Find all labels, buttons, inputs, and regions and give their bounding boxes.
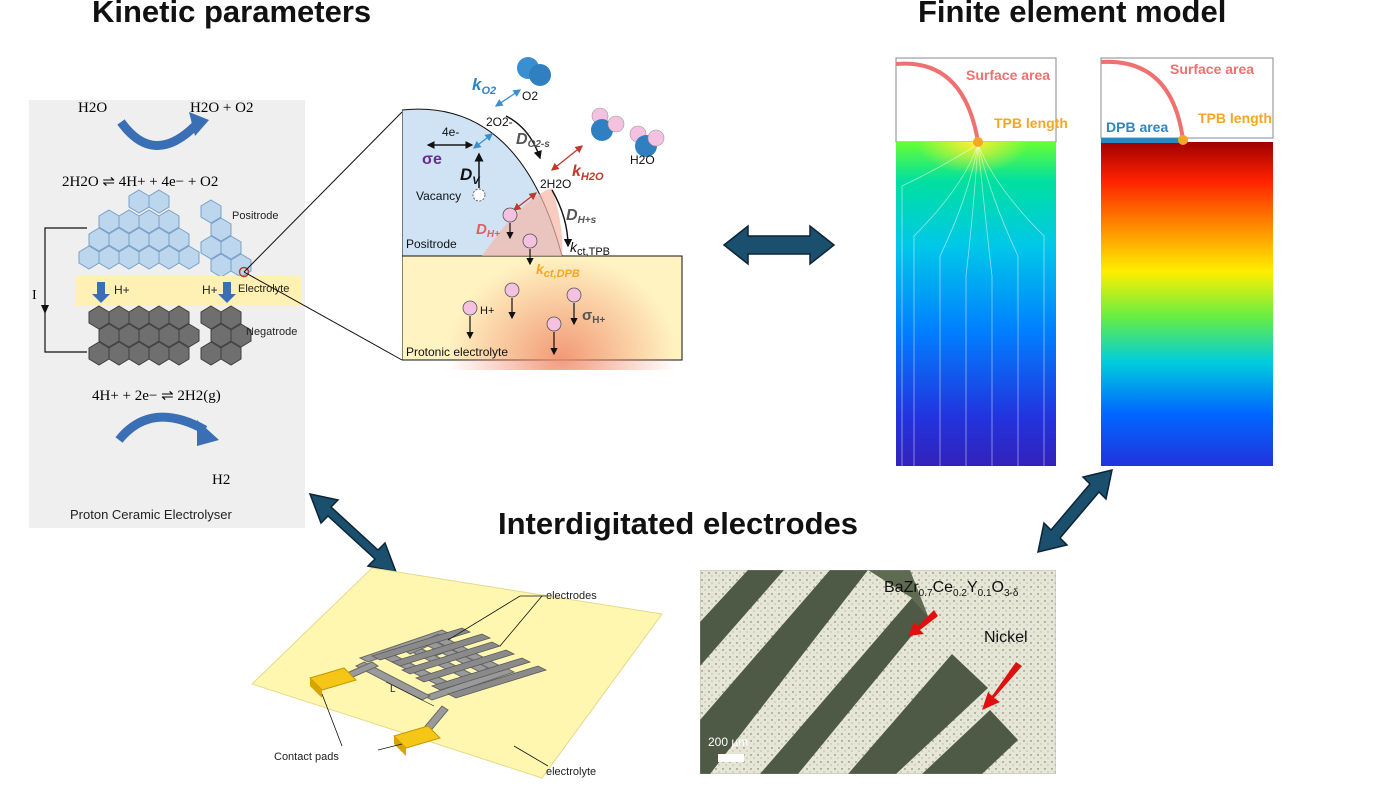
fem-b-tpb-label: TPB length (1198, 110, 1272, 126)
scale-bar (718, 754, 744, 762)
double-arrow-left-diagonal (308, 492, 398, 574)
red-arrow-nickel (982, 662, 1022, 710)
two-h2o-label: 2H2O (540, 177, 571, 191)
fem-a-tpb-point (973, 137, 983, 147)
micrograph-dark-stripes (700, 570, 1018, 774)
kinetic-parameters-title: Kinetic parameters (92, 0, 372, 29)
protonic-electrolyte-label: Protonic electrolyte (406, 345, 508, 359)
fem-b-surface-curve (1100, 59, 1185, 141)
fem-b-air (1100, 57, 1274, 139)
pce-h2o-o2-output: H2O + O2 (190, 100, 254, 116)
proton-arrow-left (92, 282, 110, 303)
k-ct-tpb-label: kct,TPB (570, 239, 610, 258)
length-l-label: L (390, 684, 396, 695)
o2-minus-label: 2O2- (486, 115, 513, 129)
pce-positrode-label: Positrode (232, 210, 279, 222)
double-arrow-horizontal (722, 224, 836, 266)
scale-label: 200 µm (708, 735, 748, 749)
pce-h2o-input: H2O (78, 100, 108, 116)
fem-b-surface-label: Surface area (1170, 61, 1254, 77)
pce-caption: Proton Ceramic Electrolyser (70, 507, 232, 522)
fem-b-tpb-point (1178, 135, 1188, 145)
k-h2o-label: kH2O (572, 163, 604, 183)
d-hs-label: DH+s (566, 207, 597, 226)
electrodes-label: electrodes (546, 590, 597, 602)
fem-b-dpb-label: DPB area (1106, 119, 1168, 135)
k-ct-dpb-label: kct,DPB (536, 261, 580, 280)
interdigitated-electrodes-title: Interdigitated electrodes (498, 506, 859, 541)
sigma-e-label: σe (422, 151, 442, 168)
d-os-label: DO2-s (516, 131, 550, 150)
circuit-wire (44, 227, 87, 353)
fem-a-surface-curve (895, 61, 980, 143)
fem-a-tpb-label: TPB length (994, 115, 1068, 131)
bzcy-label: BaZr0.7Ce0.2Y0.1O3-δ (884, 579, 1019, 599)
k-o2-label: kO2 (472, 75, 496, 97)
anode-reaction: 2H2O ⇌ 4H+ + 4e− + O2 (62, 174, 219, 190)
o2-label: O2 (522, 89, 538, 103)
zoom-proton-glow (447, 256, 677, 370)
fem-b-field (1101, 142, 1273, 466)
zoom-positrode-label: Positrode (406, 237, 457, 251)
electrolyte-band (75, 276, 301, 306)
ide-schematic: electrodes L Contact pads electrolyte (252, 567, 663, 779)
top-curved-arrow (117, 119, 201, 150)
zoom-marker (238, 266, 250, 278)
proton-arrow-right (218, 282, 236, 303)
pce-negatrode-label: Negatrode (246, 326, 298, 338)
pce-panel (29, 100, 305, 528)
fem-b-dpb-bar (1101, 138, 1183, 143)
sigma-h-label: σH+ (582, 307, 605, 326)
red-arrow-bzcy (908, 610, 938, 636)
pce-proton-label-left: H+ (114, 283, 130, 297)
fem-a-surface-label: Surface area (966, 67, 1050, 83)
d-hplus-label: DH+ (476, 221, 500, 240)
current-label: I (32, 288, 37, 303)
nickel-label: Nickel (984, 629, 1028, 646)
double-arrow-right-diagonal (1037, 468, 1113, 554)
zoom-inset: kO2 O2 4e- 2O2- σe DV Vacancy DO2-s kH2O… (402, 57, 683, 370)
d-v-label: DV (460, 165, 481, 187)
pce-electrolyte-label: Electrolyte (238, 283, 290, 295)
fem-panel: Surface area TPB length Surface area DPB… (895, 57, 1274, 466)
finite-element-model-title: Finite element model (918, 0, 1227, 29)
h2o-label: H2O (630, 153, 655, 167)
cathode-reaction: 4H+ + 2e− ⇌ 2H2(g) (92, 388, 221, 404)
ide-electrolyte-label: electrolyte (546, 766, 596, 778)
four-e-label: 4e- (442, 125, 459, 139)
h-plus-label: H+ (480, 305, 494, 317)
pce-h2-output: H2 (212, 472, 231, 488)
bottom-curved-arrow (115, 412, 208, 443)
vacancy-label: Vacancy (416, 189, 461, 203)
fem-a-streamlines (901, 143, 1045, 466)
micrograph: BaZr0.7Ce0.2Y0.1O3-δ Nickel 200 µm (700, 570, 1056, 774)
pce-proton-label-right: H+ (202, 283, 218, 297)
contact-pads-label: Contact pads (274, 751, 339, 763)
